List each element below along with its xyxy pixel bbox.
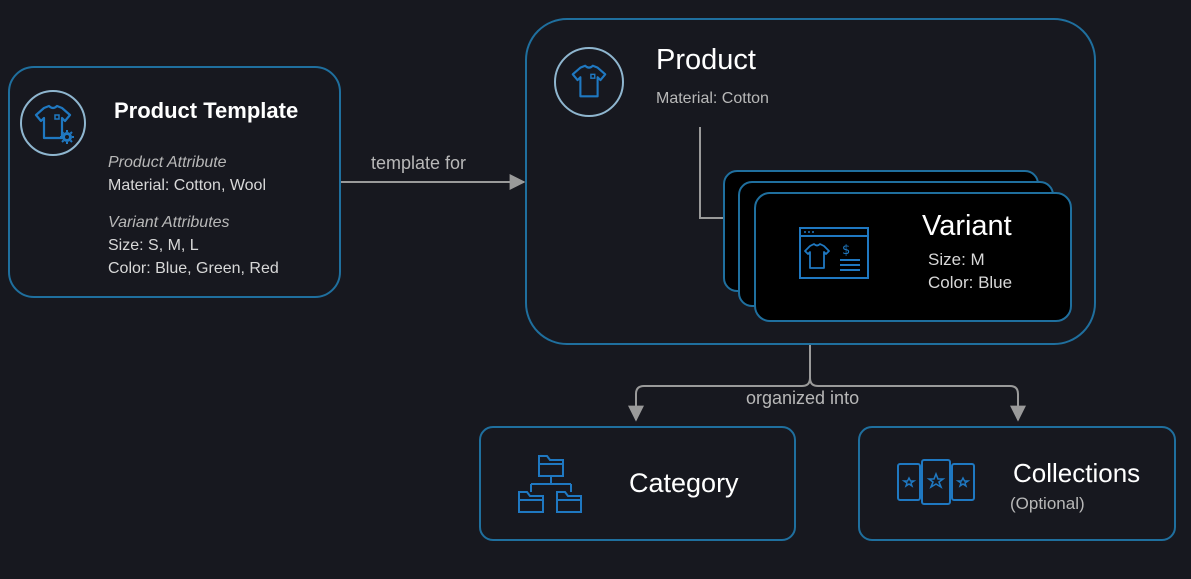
variant-node: $ Variant Size: M Color: Blue — [754, 192, 1072, 322]
collections-title: Collections — [1013, 458, 1141, 488]
svg-text:$: $ — [842, 243, 850, 258]
star-cards-icon — [894, 458, 980, 513]
product-template-node: Product Template Product Attribute Mater… — [8, 66, 341, 298]
variant-size: Size: M — [928, 250, 985, 269]
tshirt-gear-icon — [20, 90, 86, 156]
organized-into-bracket-right — [809, 377, 1026, 422]
tshirt-icon — [554, 47, 624, 117]
folder-hierarchy-icon — [517, 452, 583, 523]
product-node: Product Material: Cotton — [525, 18, 1096, 345]
product-attribute-value: Material: Cotton, Wool — [108, 177, 266, 194]
product-attribute-heading: Product Attribute — [108, 154, 227, 171]
category-node: Category — [479, 426, 796, 541]
category-title: Category — [629, 468, 739, 498]
product-title: Product — [656, 44, 756, 76]
organized-into-label: organized into — [744, 388, 862, 409]
tshirt-price-tag-icon: $ — [798, 224, 870, 287]
variant-attribute-color: Color: Blue, Green, Red — [108, 260, 279, 277]
variant-title: Variant — [922, 210, 1012, 242]
template-for-label: template for — [371, 153, 467, 173]
collections-node: Collections (Optional) — [858, 426, 1176, 541]
variant-attributes-heading: Variant Attributes — [108, 214, 230, 231]
product-template-title: Product Template — [114, 98, 299, 123]
variant-attribute-size: Size: S, M, L — [108, 237, 199, 254]
variant-color: Color: Blue — [928, 273, 1013, 292]
product-material: Material: Cotton — [656, 90, 769, 107]
collections-optional-note: (Optional) — [1010, 494, 1085, 513]
